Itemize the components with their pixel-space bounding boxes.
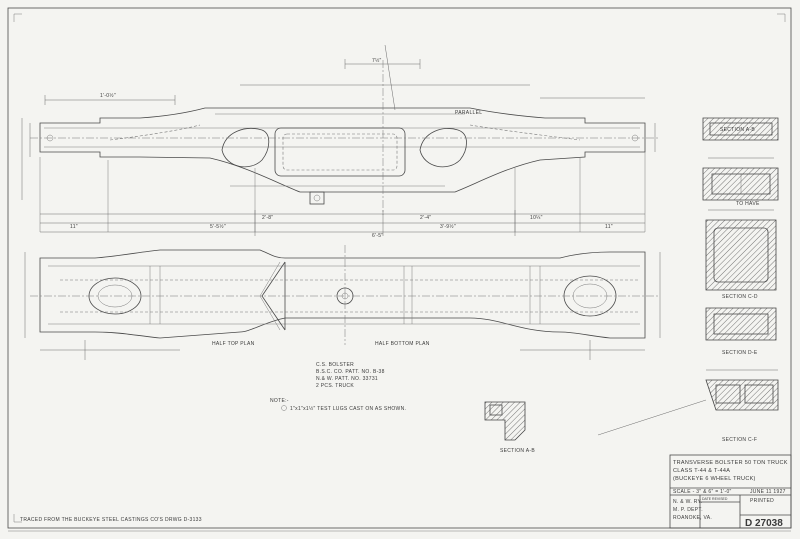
printed-label: PRINTED (750, 498, 774, 504)
company-text: N. & W. RY. (673, 499, 702, 505)
dim-end-left: 11" (70, 224, 78, 230)
title-line-3: (BUCKEYE 6 WHEEL TRUCK) (673, 476, 756, 482)
callout-to-have: TO HAVE (736, 201, 760, 207)
elevation-view: 7½" 2'-8" 2'-4" 5'-5½" 3'-9½" 6'-5" 11" … (21, 44, 660, 239)
plan-view: HALF TOP PLAN HALF BOTTOM PLAN (24, 245, 661, 360)
date-text: JUNE 11 1927 (750, 489, 786, 495)
note-line-2: B.S.C. CO. PATT. NO. B-38 (316, 369, 385, 375)
dept-text: M. P. DEPT. (673, 507, 703, 513)
section-cd-label: SECTION C-D (722, 294, 758, 300)
traced-note: TRACED FROM THE BUCKEYE STEEL CASTINGS C… (20, 517, 202, 523)
date-revised-label: DATE REVISED (702, 497, 728, 501)
dim-overall: 6'-5" (372, 233, 383, 239)
title-line-1: TRANSVERSE BOLSTER 50 TON TRUCK (673, 460, 788, 466)
dim-center-mid: 10¼" (530, 215, 543, 221)
section-de-label: SECTION D-E (722, 350, 758, 356)
section-ab-small: SECTION A-B (484, 401, 535, 454)
section-cf-label: SECTION C-F (722, 437, 757, 443)
drawing-number: D 27038 (745, 518, 783, 529)
view-half-bottom-plan: HALF BOTTOM PLAN (375, 341, 430, 347)
dim-center-left: 2'-8" (262, 215, 273, 221)
notes-block: C.S. BOLSTER B.S.C. CO. PATT. NO. B-38 N… (270, 362, 406, 412)
title-line-2: CLASS T-44 & T-44A (673, 468, 730, 474)
note-line-4: 2 PCS. TRUCK (316, 383, 354, 389)
dim-left-half: 5'-5½" (210, 223, 226, 230)
dim-end-right: 11" (605, 224, 613, 230)
dim-mid: 1'-0½" (100, 92, 116, 99)
dim-top: 7½" (372, 57, 382, 64)
note-line-3: N.& W. PATT. NO. 33731 (316, 376, 378, 382)
scale-text: SCALE - 3" & 6" = 1'-0" (673, 489, 732, 495)
sections-right: SECTION A-B TO HAVE SECTION C-D SECTION … (597, 117, 779, 443)
view-half-top-plan: HALF TOP PLAN (212, 341, 255, 347)
dim-right-half: 3'-9½" (440, 223, 456, 230)
sheet-border (7, 7, 792, 529)
city-text: ROANOKE, VA. (673, 515, 712, 521)
corner-marks (13, 13, 786, 523)
section-ab-label: SECTION A-B (500, 448, 535, 454)
callout-parallel: PARALLEL (455, 110, 482, 116)
dim-center-right: 2'-4" (420, 215, 431, 221)
title-block: TRANSVERSE BOLSTER 50 TON TRUCK CLASS T-… (669, 454, 792, 529)
note-text: 1"x1"x1½" TEST LUGS CAST ON AS SHOWN. (290, 405, 406, 412)
note-line-1: C.S. BOLSTER (316, 362, 354, 368)
section-ab-right-label: SECTION A-B (720, 127, 755, 133)
note-label: NOTE:- (270, 398, 289, 404)
